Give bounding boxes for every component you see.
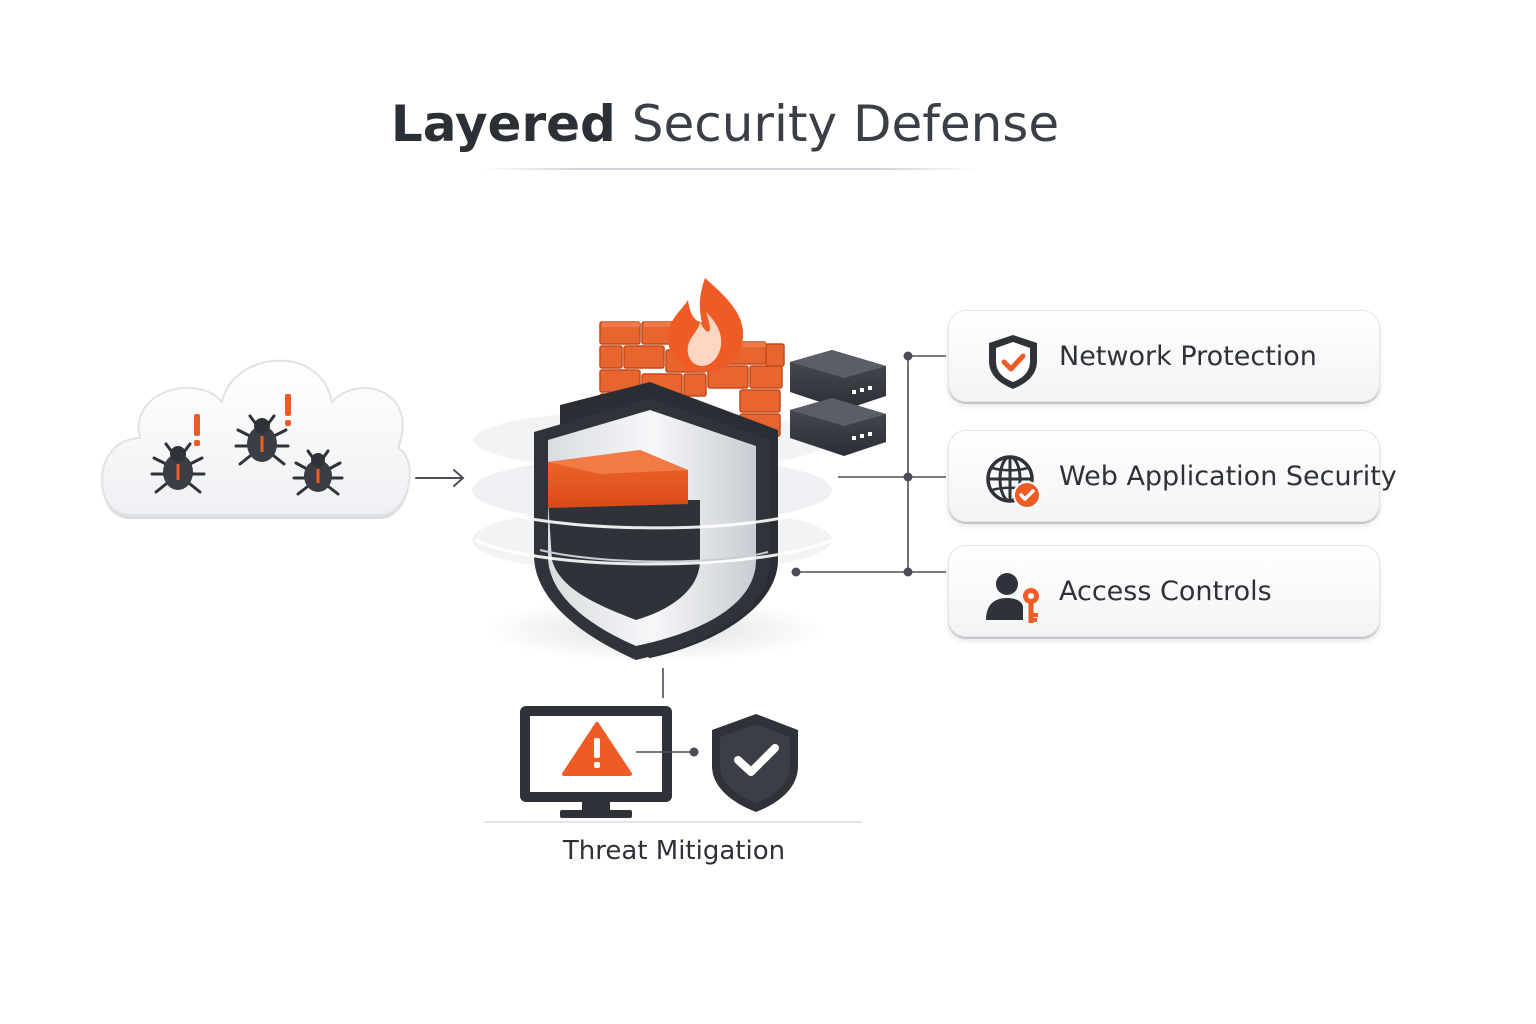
threat-cloud bbox=[100, 359, 411, 519]
title-divider bbox=[480, 168, 980, 170]
globe-check-icon bbox=[986, 455, 1041, 509]
layer-label: Network Protection bbox=[1059, 341, 1317, 372]
layer-card-access-controls: Access Controls bbox=[948, 545, 1380, 637]
user-key-icon bbox=[986, 573, 1039, 623]
shield-icon bbox=[469, 382, 841, 660]
title-bold: Layered bbox=[390, 95, 616, 153]
layer-connectors bbox=[796, 355, 946, 573]
page-title: Layered Security Defense bbox=[0, 92, 1450, 156]
title-light: Security Defense bbox=[631, 95, 1060, 153]
layer-card-web-application-security: Web Application Security bbox=[948, 430, 1397, 522]
layer-card-network-protection: Network Protection bbox=[948, 310, 1380, 402]
bug-icon bbox=[234, 414, 290, 466]
alert-icon bbox=[194, 394, 291, 446]
threat-arrow bbox=[415, 469, 465, 487]
bug-icon bbox=[150, 442, 206, 494]
monitor-warning-icon bbox=[520, 706, 672, 818]
bug-icon bbox=[292, 449, 344, 496]
shield-check-icon bbox=[989, 335, 1037, 389]
layer-label: Web Application Security bbox=[1059, 461, 1397, 492]
server-icon bbox=[790, 350, 886, 456]
connector-dots bbox=[791, 351, 913, 577]
shield-check-icon bbox=[712, 714, 798, 812]
flame-icon bbox=[668, 278, 744, 372]
layer-label: Access Controls bbox=[1059, 576, 1272, 607]
mitigation-label: Threat Mitigation bbox=[562, 836, 786, 866]
